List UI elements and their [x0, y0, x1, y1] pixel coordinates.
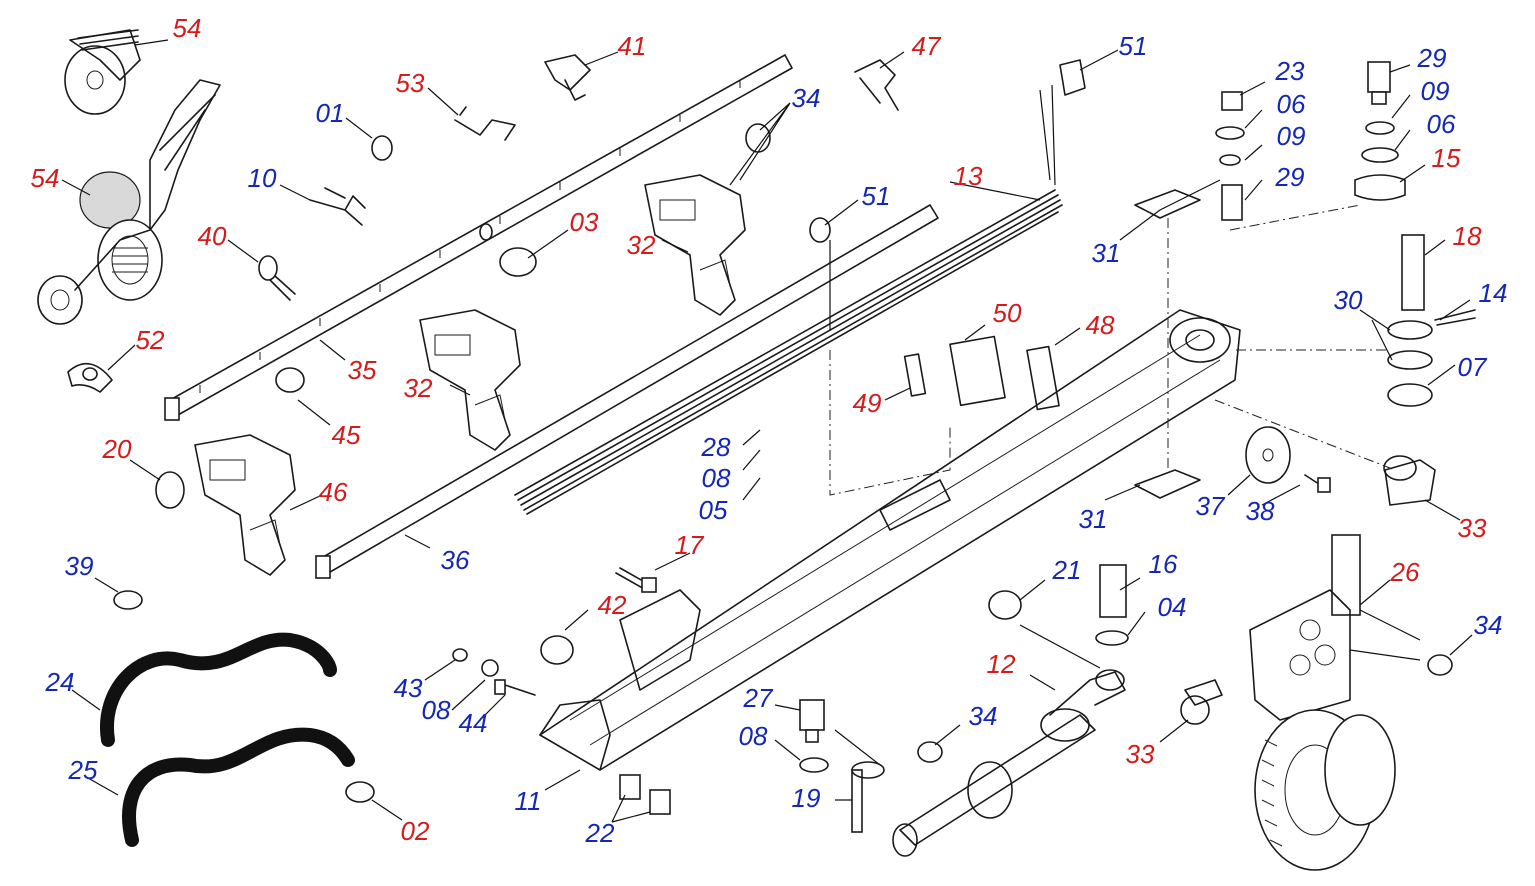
part-label-28: 28 [701, 432, 731, 462]
part-label-06: 06 [1277, 89, 1306, 119]
part-label-08: 08 [739, 721, 768, 751]
plates-and-brackets-drawing [903, 189, 1201, 499]
part-label-04: 04 [1158, 592, 1187, 622]
part-label-46: 46 [319, 477, 348, 507]
part-label-36: 36 [441, 545, 470, 575]
part-label-14: 14 [1479, 278, 1508, 308]
bottom-center-parts-drawing [452, 567, 943, 833]
part-label-31: 31 [1079, 504, 1108, 534]
part-label-54: 54 [31, 163, 60, 193]
wheel-assembly-26-drawing [1180, 534, 1453, 871]
part-label-06: 06 [1427, 109, 1456, 139]
row-brackets-drawing [155, 174, 746, 576]
part-label-23: 23 [1275, 56, 1305, 86]
part-label-26: 26 [1390, 557, 1420, 587]
part-label-34: 34 [792, 83, 821, 113]
part-label-53: 53 [396, 68, 425, 98]
rod-bundle-13-drawing [514, 189, 1063, 515]
part-label-21: 21 [1052, 555, 1082, 585]
part-label-44: 44 [459, 708, 488, 738]
part-label-32: 32 [404, 373, 433, 403]
part-label-19: 19 [792, 783, 821, 813]
tool-bar-36-drawing [315, 204, 939, 579]
part-label-42: 42 [598, 590, 627, 620]
part-label-52: 52 [136, 325, 165, 355]
part-label-01: 01 [316, 98, 345, 128]
part-label-09: 09 [1277, 121, 1306, 151]
part-label-30: 30 [1334, 285, 1363, 315]
hydraulic-cylinder-12-drawing [892, 564, 1129, 857]
part-label-16: 16 [1149, 549, 1178, 579]
part-label-18: 18 [1453, 221, 1482, 251]
part-label-15: 15 [1432, 143, 1461, 173]
part-label-49: 49 [853, 388, 882, 418]
part-label-08: 08 [422, 695, 451, 725]
part-label-50: 50 [993, 298, 1022, 328]
part-label-08: 08 [702, 463, 731, 493]
part-label-17: 17 [675, 530, 705, 560]
part-drawings [37, 29, 1476, 871]
part-label-41: 41 [618, 31, 647, 61]
part-label-05: 05 [699, 495, 728, 525]
part-label-29: 29 [1417, 43, 1447, 73]
part-label-43: 43 [394, 673, 423, 703]
part-label-22: 22 [585, 818, 615, 848]
part-label-38: 38 [1246, 496, 1275, 526]
part-label-20: 20 [102, 434, 132, 464]
pulley-bolt-clamp-drawing [1245, 426, 1436, 506]
planter-row-unit-drawing [37, 29, 221, 325]
tool-bar-35-drawing [164, 54, 793, 421]
part-label-45: 45 [332, 420, 361, 450]
part-label-33: 33 [1458, 513, 1487, 543]
part-label-13: 13 [954, 161, 983, 191]
part-label-09: 09 [1421, 76, 1450, 106]
callout-labels: 54 54 01 10 40 52 53 41 47 51 34 03 32 5… [31, 13, 1508, 848]
part-label-40: 40 [198, 221, 227, 251]
part-label-37: 37 [1196, 491, 1226, 521]
hoses-drawing [99, 590, 375, 847]
part-label-12: 12 [987, 649, 1016, 679]
part-label-33: 33 [1126, 739, 1155, 769]
small-parts-top [67, 54, 1086, 393]
part-label-11: 11 [515, 786, 542, 816]
part-label-03: 03 [570, 207, 599, 237]
part-label-02: 02 [401, 816, 430, 846]
main-frame-beam-drawing [539, 309, 1241, 771]
part-label-07: 07 [1458, 352, 1488, 382]
part-label-51: 51 [862, 181, 891, 211]
part-label-24: 24 [45, 667, 75, 697]
part-label-35: 35 [348, 355, 377, 385]
part-label-31: 31 [1092, 238, 1121, 268]
part-label-34: 34 [969, 701, 998, 731]
part-label-27: 27 [743, 683, 774, 713]
part-label-54: 54 [173, 13, 202, 43]
leader-lines [61, 39, 1473, 823]
part-label-32: 32 [627, 230, 656, 260]
part-label-29: 29 [1275, 162, 1305, 192]
part-label-39: 39 [65, 551, 94, 581]
part-label-51: 51 [1119, 31, 1148, 61]
part-label-48: 48 [1086, 310, 1115, 340]
part-label-47: 47 [912, 31, 942, 61]
hub-stack-drawing [1215, 61, 1476, 407]
part-label-34: 34 [1474, 610, 1503, 640]
part-label-25: 25 [68, 755, 98, 785]
part-label-10: 10 [248, 163, 277, 193]
